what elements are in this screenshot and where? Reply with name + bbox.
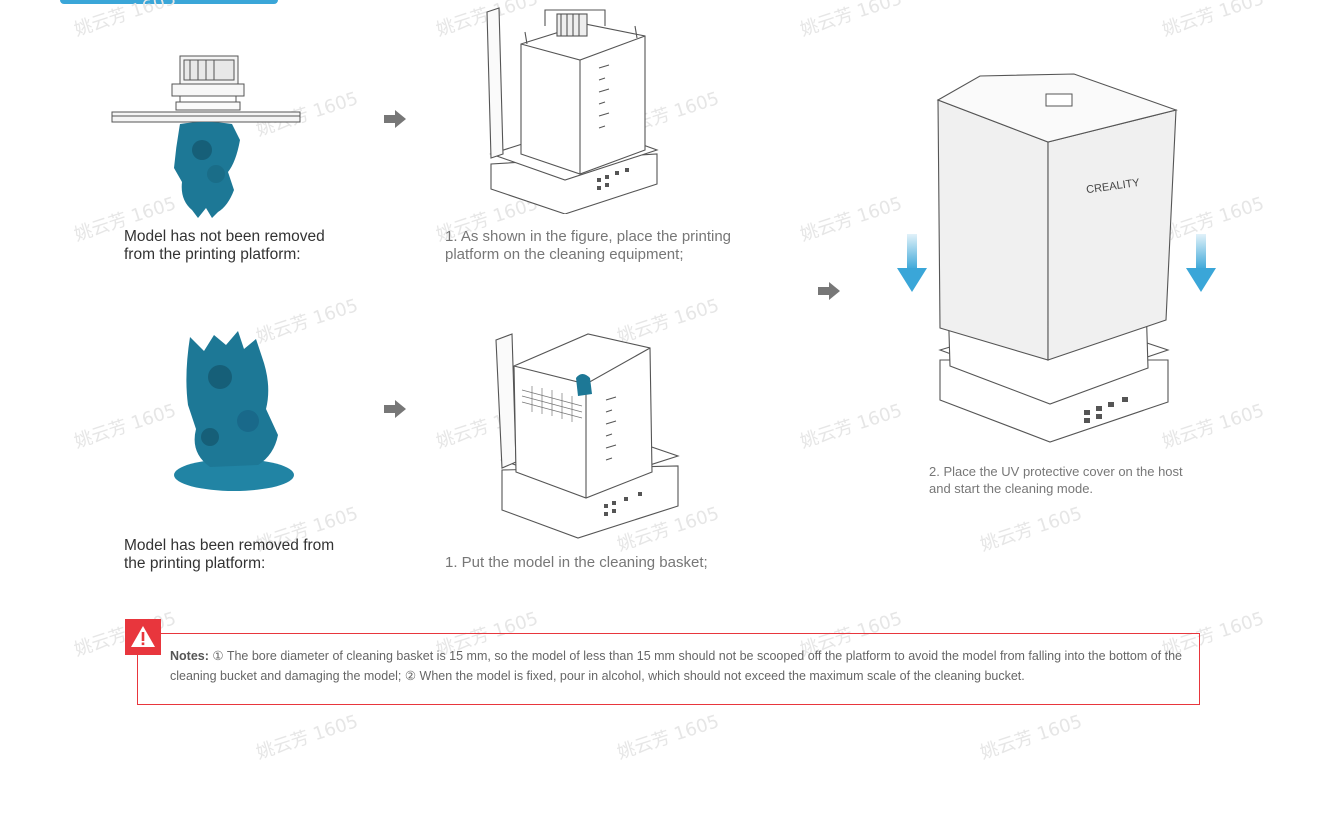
- arrow-down-icon: [897, 234, 927, 292]
- watermark: 姚云芳 1605: [614, 711, 722, 764]
- notes-body: ① The bore diameter of cleaning basket i…: [170, 649, 1182, 683]
- watermark: 姚云芳 1605: [71, 400, 179, 453]
- header-accent-bar: [60, 0, 278, 4]
- watermark: 姚云芳 1605: [977, 503, 1085, 556]
- cleaning-machine-with-basket-illustration: [495, 333, 680, 539]
- label-not-removed-line2: from the printing platform:: [124, 246, 301, 263]
- watermark: 姚云芳 1605: [797, 400, 905, 453]
- arrow-right-icon: [818, 282, 840, 300]
- arrow-right-icon: [384, 400, 406, 418]
- watermark: 姚云芳 1605: [797, 0, 905, 41]
- label-removed-line1: Model has been removed from: [124, 537, 335, 554]
- watermark: 姚云芳 1605: [253, 711, 361, 764]
- watermark: 姚云芳 1605: [977, 711, 1085, 764]
- label-removed-line2: the printing platform:: [124, 555, 266, 572]
- warning-triangle-icon: [131, 626, 155, 647]
- notes-label: Notes:: [170, 649, 209, 663]
- notes-box: [137, 633, 1200, 705]
- watermark: 姚云芳 1605: [797, 193, 905, 246]
- removed-model-illustration: [174, 331, 294, 491]
- caption-place-platform-line2: platform on the cleaning equipment;: [445, 246, 684, 263]
- caption-put-in-basket: 1. Put the model in the cleaning basket;: [445, 554, 708, 571]
- arrow-down-icon: [1186, 234, 1216, 292]
- platform-with-model-illustration: [111, 55, 301, 218]
- cleaning-machine-with-platform-illustration: [486, 7, 659, 214]
- caption-uv-cover-line1: 2. Place the UV protective cover on the …: [929, 464, 1183, 479]
- warning-badge: [125, 619, 161, 655]
- caption-uv-cover-line2: and start the cleaning mode.: [929, 481, 1094, 496]
- watermark: 姚云芳 1605: [71, 0, 179, 41]
- label-not-removed-line1: Model has not been removed: [124, 228, 325, 245]
- notes-text: Notes: ① The bore diameter of cleaning b…: [170, 646, 1190, 686]
- caption-place-platform-line1: 1. As shown in the figure, place the pri…: [445, 228, 732, 245]
- covered-machine-illustration: CREALITY: [936, 73, 1178, 443]
- arrow-right-icon: [384, 110, 406, 128]
- watermark: 姚云芳 1605: [1159, 0, 1267, 41]
